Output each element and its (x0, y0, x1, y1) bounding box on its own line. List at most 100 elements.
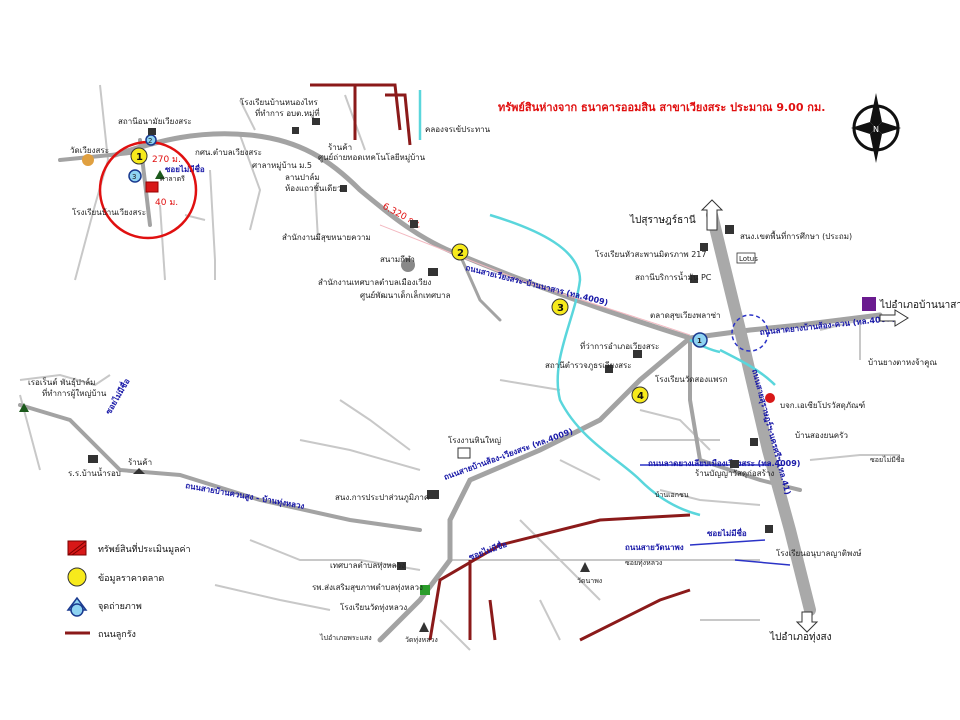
main-roads (18, 131, 883, 643)
label-municipal-office: สำนักงานเทศบาลตำบลเมืองเวียง (318, 278, 431, 287)
label-wat-thungluang: วัดทุ่งหลวง (405, 636, 438, 644)
label-canal: คลองจรเข้ประทาน (425, 125, 491, 134)
label-stone-factory: โรงงานหินใหญ่ (448, 435, 501, 445)
distance-route (379, 224, 691, 336)
label-school-nongsai: โรงเรียนบ้านหนองไทร (240, 97, 318, 107)
school-icon (457, 447, 471, 459)
label-construction-shop: ร้านบัญญาวัสดุก่อสร้าง (695, 469, 774, 478)
legend-market-label: ข้อมูลราคาตลาด (98, 573, 164, 584)
market-marker-4: 4 (637, 391, 644, 402)
label-wat-wiangsa: วัดเวียงสระ (70, 146, 109, 155)
label-asia-pro: บจก.เอเซียโปรวัสดุภัณฑ์ (780, 400, 865, 410)
minor-roads (19, 84, 900, 651)
building-icon (750, 438, 758, 446)
place-labels: สถานีอนามัยเวียงสระ วัดเวียงสระ โรงเรียน… (28, 97, 938, 644)
label-kindergarten: โรงเรียนอนุบาลญาติพงษ์ (776, 548, 862, 558)
directions: ไปสุราษฎร์ธานี ไปอำเภอบ้านนาสาร ไปอำเภอท… (319, 199, 960, 643)
temple-icon (82, 154, 94, 166)
lotus-icon (736, 252, 756, 264)
building-icon (410, 220, 418, 228)
legend-laterite-label: ถนนลูกรัง (98, 630, 136, 640)
legend-market-swatch (67, 567, 87, 587)
photo-point-3: 3 (132, 173, 136, 181)
label-rubber-house: บ้านยางตาหงจ้าคูณ (868, 358, 938, 368)
road-label-west: ถนนสายบ้านควนสูง - บ้านทุ่งหลวง (184, 480, 305, 512)
highway-41 (706, 209, 816, 616)
label-gas-station: สถานีบริการน้ำมัน PC (635, 271, 712, 282)
direction-surat: ไปสุราษฎร์ธานี (629, 214, 696, 226)
label-non-formal-edu: กศน.ตำบลเวียงสระ (195, 148, 262, 157)
label-house-songyon: บ้านสองยนครัว (795, 431, 848, 440)
road-label-4009b: ถนนสายเวียงสระ-บ้านนาสาร (ทล.4009) (465, 262, 610, 307)
road-label-small-6: ซอยทุ่งหลวง (625, 559, 662, 567)
label-shop-2: ร้านค้า (128, 458, 152, 467)
building-icon (427, 490, 439, 499)
photo-point-2: 2 (148, 137, 152, 145)
label-school-huasaphan: โรงเรียนหัวสะพานมิตรภาพ 217 (595, 249, 706, 259)
road-label-south: ถนนลาดยางเลียบเมืองเวียงสระ (ทล.4009) (648, 458, 800, 468)
building-icon (397, 562, 406, 570)
road-label-small-4: ซอยไม่มีชื่อ (707, 527, 747, 538)
direction-thungsong: ไปอำเภอทุ่งสง (769, 631, 832, 643)
place-icons (19, 118, 775, 632)
map-header: ทรัพย์สินห่างจาก ธนาคารออมสิน สาขาเวียงส… (498, 101, 825, 114)
legend-photo-label: จุดถ่ายภาพ (98, 602, 142, 612)
arrow-up-icon (700, 199, 724, 231)
compass-icon: N (851, 93, 901, 163)
label-water-authority: สนง.การประปาส่วนภูมิภาค (335, 493, 429, 503)
label-school-songpraek: โรงเรียนวัดสองแพรก (655, 374, 728, 384)
hazard-icon (765, 393, 775, 403)
label-lawyer-office: สำนักงานมีสุขหนายความ (282, 233, 371, 242)
label-sala: ศาลาตรี (160, 175, 185, 183)
distance-40: 40 ม. (155, 198, 178, 208)
building-icon (292, 127, 299, 134)
label-police-station: สถานีตำรวจภูธรเวียงสระ (545, 361, 632, 371)
label-wat-napong: วัดนาพง (577, 577, 602, 585)
building-icon (690, 275, 698, 283)
label-shophouse: ห้องแถวชั้นเดียว (285, 182, 341, 193)
label-school-wiangsa: โรงเรียนบ้านเวียงสระ (72, 207, 146, 217)
canal (418, 90, 776, 517)
market-marker-1: 1 (136, 152, 143, 163)
hospital-icon (420, 585, 430, 595)
label-palm-seedling: เรอเร็นต์ พันธุ์ปาล์ม (28, 377, 95, 387)
laterite-roads (310, 83, 691, 642)
direction-nasan: ไปอำเภอบ้านนาสาร (879, 299, 960, 311)
building-icon (765, 525, 773, 533)
building-icon (605, 365, 613, 373)
building-icon (340, 185, 347, 192)
label-market-plaza: ตลาดสุขเวียงพลาซ่า (650, 311, 721, 320)
purple-sign-icon (862, 297, 876, 311)
label-child-center: ศูนย์พัฒนาเด็กเล็กเทศบาล (360, 290, 451, 301)
property-marker (145, 181, 159, 193)
building-icon (428, 268, 438, 276)
label-tech-center: ศูนย์ถ่ายทอดเทคโนโลยีหมู่บ้าน (318, 152, 426, 163)
compass-north-label: N (873, 125, 879, 134)
intersection-circle (731, 314, 769, 352)
market-marker-3: 3 (557, 303, 564, 314)
label-school-thungluang: โรงเรียนวัดทุ่งหลวง (340, 602, 407, 612)
label-health-promo-hospital: รพ.ส่งเสริมสุขภาพตำบลทุ่งหลวง (312, 583, 423, 592)
legend: ทรัพย์สินที่ประเมินมูลค่า ข้อมูลราคาตลาด… (65, 540, 191, 640)
stadium-icon (401, 258, 415, 272)
road-label-small-7: ซอยไม่มีชื่อ (870, 455, 905, 464)
label-district-office: ที่ว่าการอำเภอเวียงสระ (580, 340, 659, 351)
label-school-namrob: ร.ร.บ้านน้ำรอบ (68, 467, 121, 478)
building-icon (633, 350, 642, 358)
legend-property-label: ทรัพย์สินที่ประเมินมูลค่า (98, 542, 191, 555)
label-stadium: สนามกีฬา (380, 255, 415, 264)
building-icon (730, 460, 739, 468)
house-icon (133, 468, 145, 474)
market-marker-2: 2 (457, 248, 464, 259)
label-thungluang-municipality: เทศบาลตำบลทุ่งหลวง (330, 561, 405, 570)
pagoda-icon (580, 562, 590, 572)
label-headman-office: ที่ทำการผู้ใหญ่บ้าน (42, 387, 107, 399)
label-shop-1: ร้านค้า (328, 143, 352, 152)
building-icon (312, 118, 320, 125)
road-label-small-2: ซอยไม่มีชื่อ (102, 376, 131, 416)
road-label-small-5: ถนนสายวัดนาพง (625, 543, 684, 552)
building-icon (88, 455, 98, 463)
label-edu-office: สนง.เขตพื้นที่การศึกษา (ประถม) (740, 230, 852, 241)
label-health-station: สถานีอนามัยเวียงสระ (118, 117, 192, 126)
